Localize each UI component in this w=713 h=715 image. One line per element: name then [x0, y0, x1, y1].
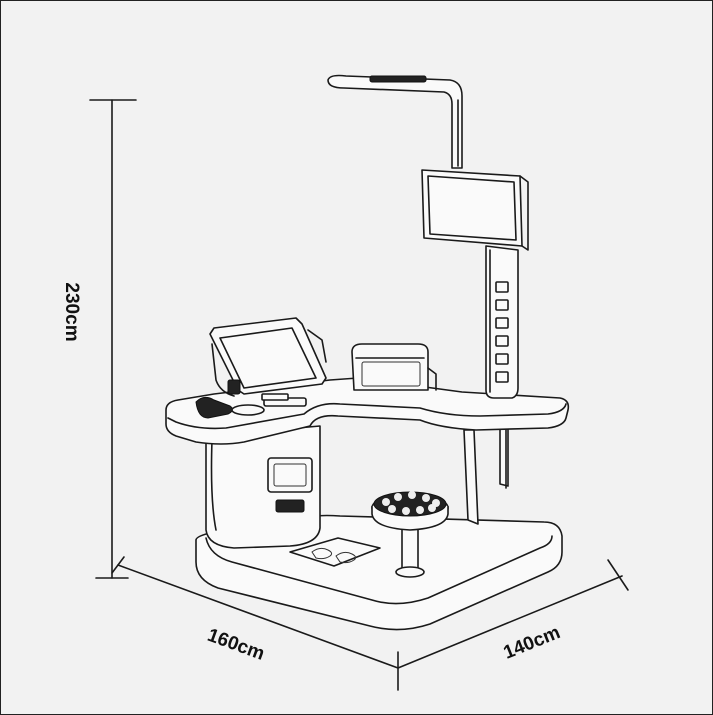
height-column [327, 74, 519, 399]
stool [371, 491, 449, 578]
monitor-screen [219, 327, 317, 389]
height-dimension: 230cm [61, 99, 137, 579]
brand-plate [275, 499, 305, 513]
sensor-buttons [495, 281, 509, 383]
display-screen [427, 175, 517, 241]
left-cabinet [205, 425, 321, 549]
head-sensor [369, 75, 427, 83]
footprint-mat [289, 537, 381, 567]
printer [351, 343, 437, 391]
cabinet-panel [267, 457, 313, 493]
width-label: 160cm [204, 625, 267, 665]
depth-label: 140cm [501, 622, 564, 664]
right-leg [463, 427, 509, 525]
height-label: 230cm [61, 282, 82, 341]
upper-display [421, 169, 529, 251]
touch-monitor [209, 317, 327, 401]
